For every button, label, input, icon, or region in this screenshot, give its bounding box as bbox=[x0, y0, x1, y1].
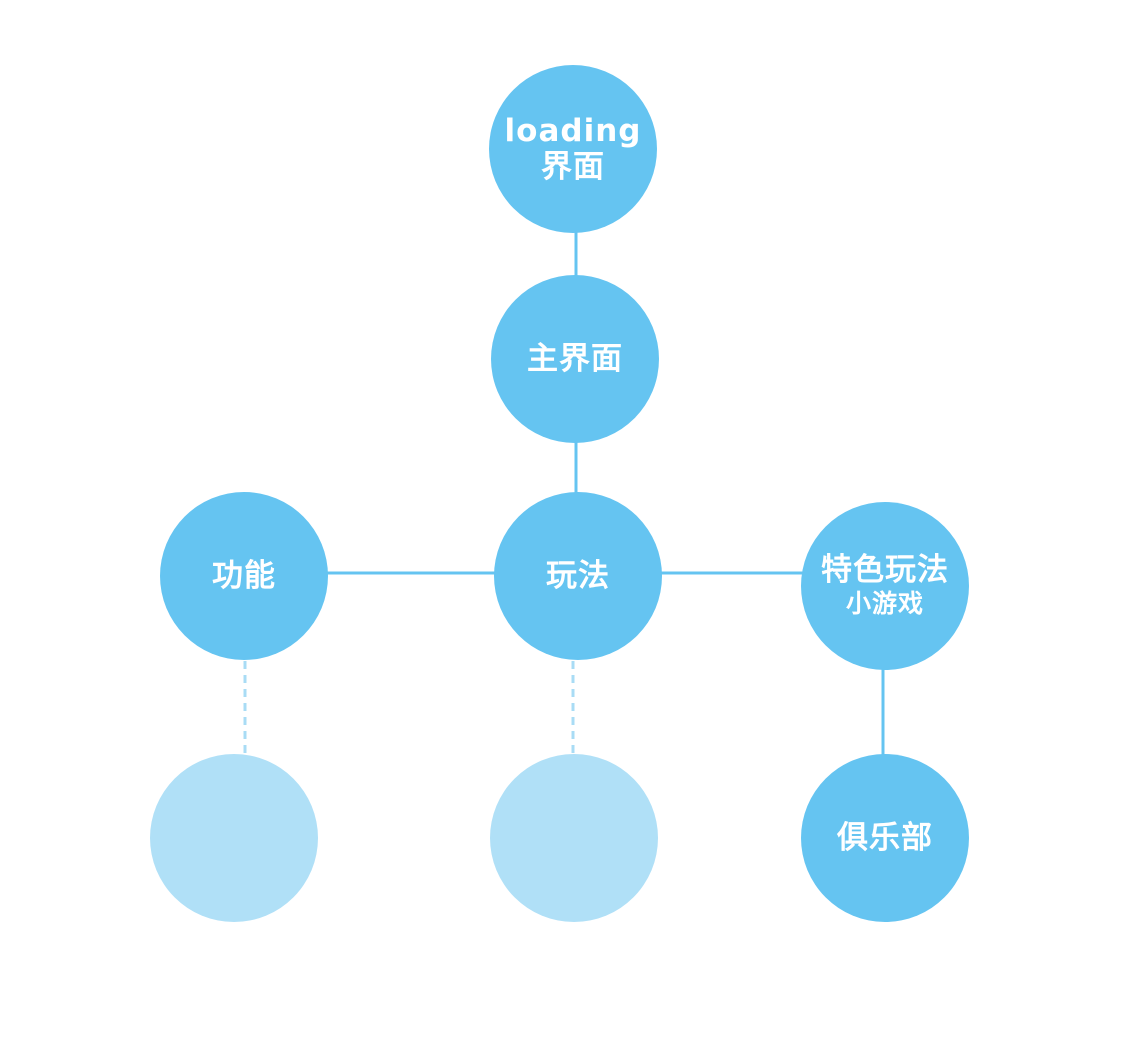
node-loading-label-line2: 界面 bbox=[541, 149, 605, 185]
node-special-label-line1: 特色玩法 bbox=[821, 552, 949, 588]
node-gameplay-label: 玩法 bbox=[546, 558, 610, 594]
node-club: 俱乐部 bbox=[801, 754, 969, 922]
node-features-label: 功能 bbox=[212, 558, 276, 594]
node-club-label: 俱乐部 bbox=[837, 820, 933, 856]
node-main-ui: 主界面 bbox=[491, 275, 659, 443]
node-loading: loading 界面 bbox=[489, 65, 657, 233]
node-special: 特色玩法 小游戏 bbox=[801, 502, 969, 670]
node-features-child bbox=[150, 754, 318, 922]
node-features: 功能 bbox=[160, 492, 328, 660]
node-special-label-line2: 小游戏 bbox=[845, 589, 924, 618]
node-gameplay: 玩法 bbox=[494, 492, 662, 660]
node-main-ui-label: 主界面 bbox=[527, 341, 623, 377]
node-gameplay-child bbox=[490, 754, 658, 922]
node-loading-label-line1: loading bbox=[504, 113, 642, 149]
